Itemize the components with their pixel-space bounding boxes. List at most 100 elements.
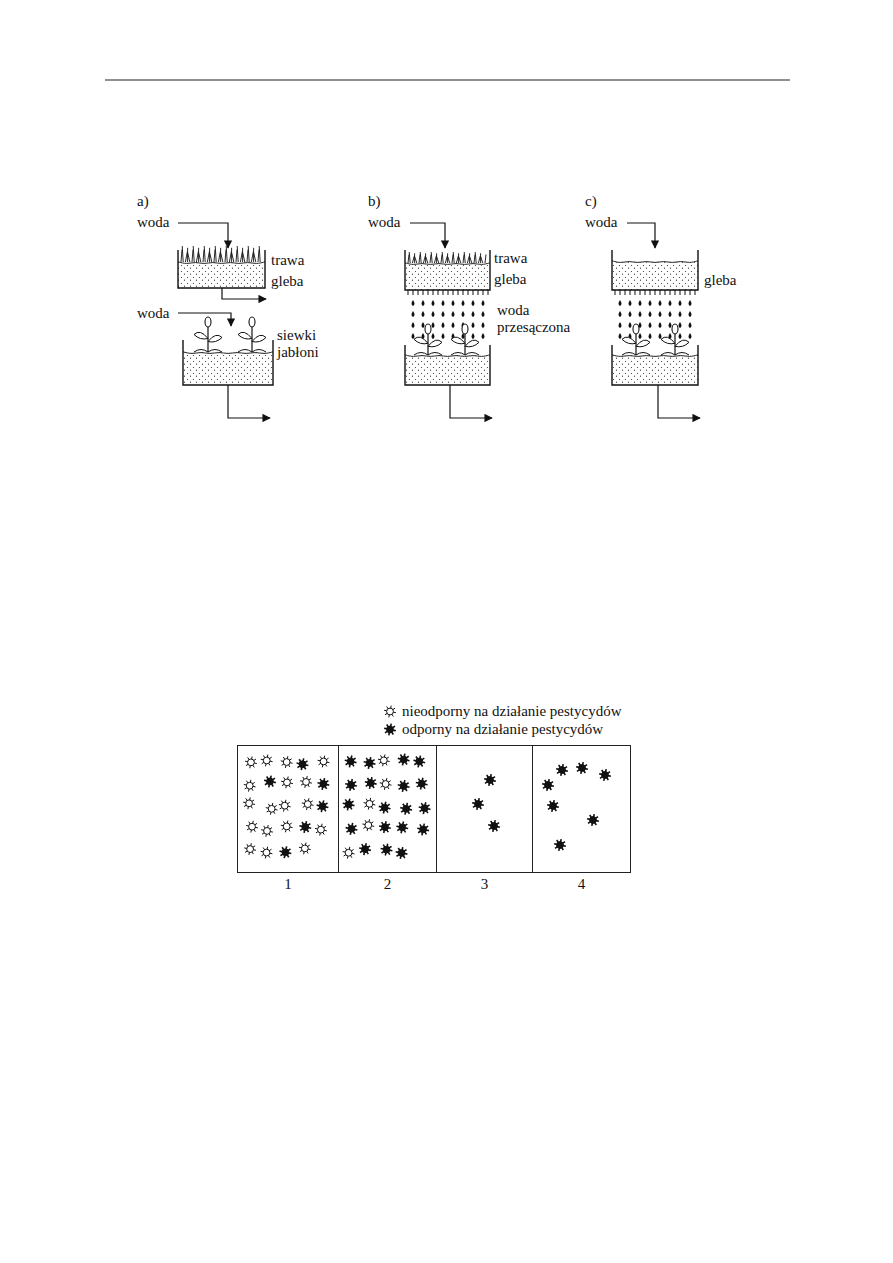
part-label: gleba [271,273,303,290]
susceptible-insect [318,756,330,768]
resistant-insect [379,802,391,814]
part-label: woda [137,305,170,322]
resistant-insect [542,779,554,791]
legend-swatch [382,703,398,719]
resistant-insect [345,779,357,791]
susceptible-insect [281,821,293,833]
resistant-insect [488,820,500,832]
resistant-insect [297,758,309,770]
seedling [451,324,479,355]
susceptible-insect [281,756,293,768]
resistant-insect [299,821,311,833]
resistant-insect [413,756,425,768]
resistant-insect [264,776,276,788]
part-label: woda przesączona [497,302,579,336]
population-panel: 2 [338,745,437,873]
flow-arrow [658,385,700,418]
tray [612,345,698,385]
susceptible-insect [300,776,312,788]
susceptible-insect [378,754,390,766]
part-label: woda [585,214,618,231]
susceptible-insect [245,756,257,768]
population-panel: 1 [237,745,339,873]
susceptible-insect [315,824,327,836]
resistant-insect [365,777,377,789]
tray [178,250,265,288]
tray [405,345,490,385]
resistant-insect [396,847,408,859]
susceptible-insect [266,803,278,815]
susceptible-insect [261,847,273,859]
resistant-insect [364,757,376,769]
seedling [414,324,442,355]
insect-population [243,754,611,859]
susceptible-insect [281,777,293,789]
panel-number: 3 [437,876,532,893]
susceptible-insect [261,825,273,837]
susceptible-insect [246,821,258,833]
resistant-insect [416,778,428,790]
resistant-insect [345,756,357,768]
flow-arrow [410,223,445,248]
susceptible-insect [302,798,314,810]
flow-arrow [222,288,266,299]
panel-number: 4 [533,876,630,893]
susceptible-insect [343,847,355,859]
panel-number: 2 [339,876,436,893]
flow-arrow [627,223,655,248]
resistant-insect [398,780,410,792]
seedling [194,317,222,352]
panel-number: 1 [238,876,338,893]
resistant-insect [379,821,391,833]
resistant-insect [317,778,329,790]
grass [408,252,486,263]
resistant-insect [547,800,559,812]
resistant-insect [417,824,429,836]
part-label: siewki jabłoni [277,327,339,361]
part-label: trawa [271,252,304,269]
population-panel: 4 [532,745,631,873]
resistant-insect [346,823,358,835]
resistant-insect [419,802,431,814]
susceptible-insect [364,798,376,810]
tray [183,340,273,385]
seedling [661,324,689,355]
resistant-insect [472,798,484,810]
tray [612,250,698,295]
part-label: trawa [494,250,527,267]
grass [181,246,260,262]
tray [405,250,490,295]
resistant-insect [556,764,568,776]
resistant-insect [587,814,599,826]
susceptible-insect [243,797,255,809]
susceptible-insect [244,780,256,792]
resistant-insect [576,762,588,774]
part-label: woda [137,214,170,231]
resistant-insect [359,843,371,855]
top-rule [105,79,790,80]
flow-arrow [450,385,492,418]
resistant-insect [280,846,292,858]
susceptible-insect [384,706,396,718]
susceptible-insect [299,843,311,855]
filtered-water-drops [412,300,485,339]
setup-letter: a) [137,193,149,210]
susceptible-insect [380,778,392,790]
resistant-insect [381,844,393,856]
legend-swatch [382,721,398,737]
setup-letter: b) [368,193,381,210]
flow-arrow [178,313,231,326]
resistant-insect [317,800,329,812]
filtered-water-drops [619,300,692,339]
legend-text: odporny na działanie pestycydów [402,721,603,738]
flow-arrow [228,385,270,418]
setup-letter: c) [585,193,597,210]
population-panel: 3 [436,745,533,873]
part-label: gleba [494,271,526,288]
susceptible-insect [362,819,374,831]
resistant-insect [599,769,611,781]
resistant-insect [400,803,412,815]
